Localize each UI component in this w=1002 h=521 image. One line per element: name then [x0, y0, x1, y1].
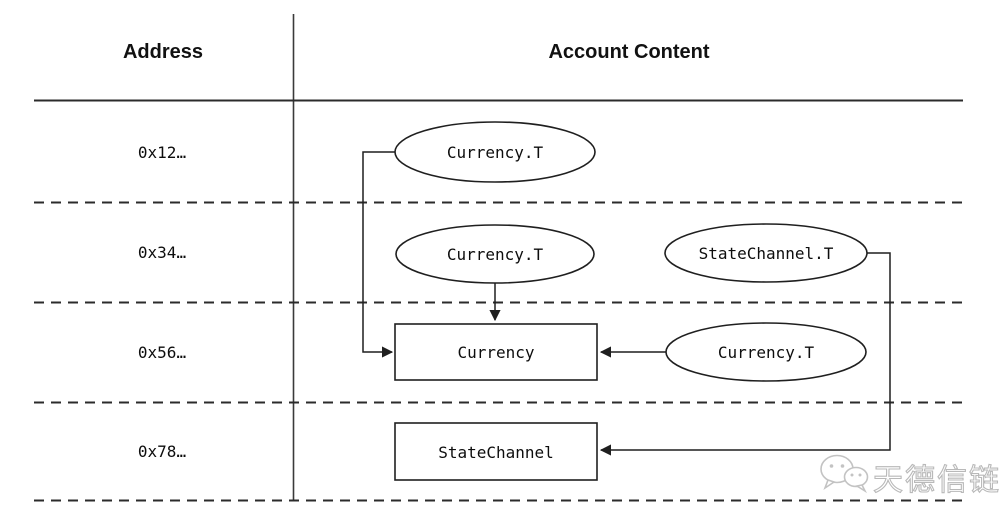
currency-box-label: Currency [457, 343, 534, 362]
statechannel-box-rect [394, 422, 598, 481]
currency-t-row2-label: Currency.T [447, 245, 544, 264]
address-cell-4: 0x78… [138, 442, 186, 461]
node-statechannel-box: StateChannel [394, 422, 598, 481]
node-currency-t-row2: Currency.T [395, 224, 595, 284]
statechannel-t-ellipse [664, 223, 868, 283]
account-content-column-header: Account Content [548, 41, 709, 63]
address-column-header: Address [123, 41, 203, 63]
node-statechannel-t-row2: StateChannel.T [664, 223, 868, 283]
watermark: 天德信链 [820, 454, 1001, 499]
currency-t-row1-label: Currency.T [447, 143, 544, 162]
currency-t-row3-ellipse [665, 322, 867, 382]
address-cell-3: 0x56… [138, 343, 186, 362]
node-currency-t-row1: Currency.T [394, 121, 596, 183]
node-currency-t-row3: Currency.T [665, 322, 867, 382]
edge-statechannelT-to-statechannel-box [599, 252, 891, 456]
currency-t-row3-label: Currency.T [718, 343, 815, 362]
currency-box-rect [394, 323, 598, 381]
address-cell-2: 0x34… [138, 243, 186, 262]
node-currency-box: Currency [394, 323, 598, 381]
statechannel-box-label: StateChannel [438, 443, 554, 462]
watermark-text: 天德信链 [873, 463, 1001, 498]
currency-t-row2-ellipse [395, 224, 595, 284]
wechat-icon [820, 454, 869, 494]
currency-t-row1-ellipse [394, 121, 596, 183]
edge-currencyT-row1-to-currency-box [362, 151, 396, 358]
statechannel-t-label: StateChannel.T [699, 244, 834, 263]
address-cell-1: 0x12… [138, 143, 186, 162]
